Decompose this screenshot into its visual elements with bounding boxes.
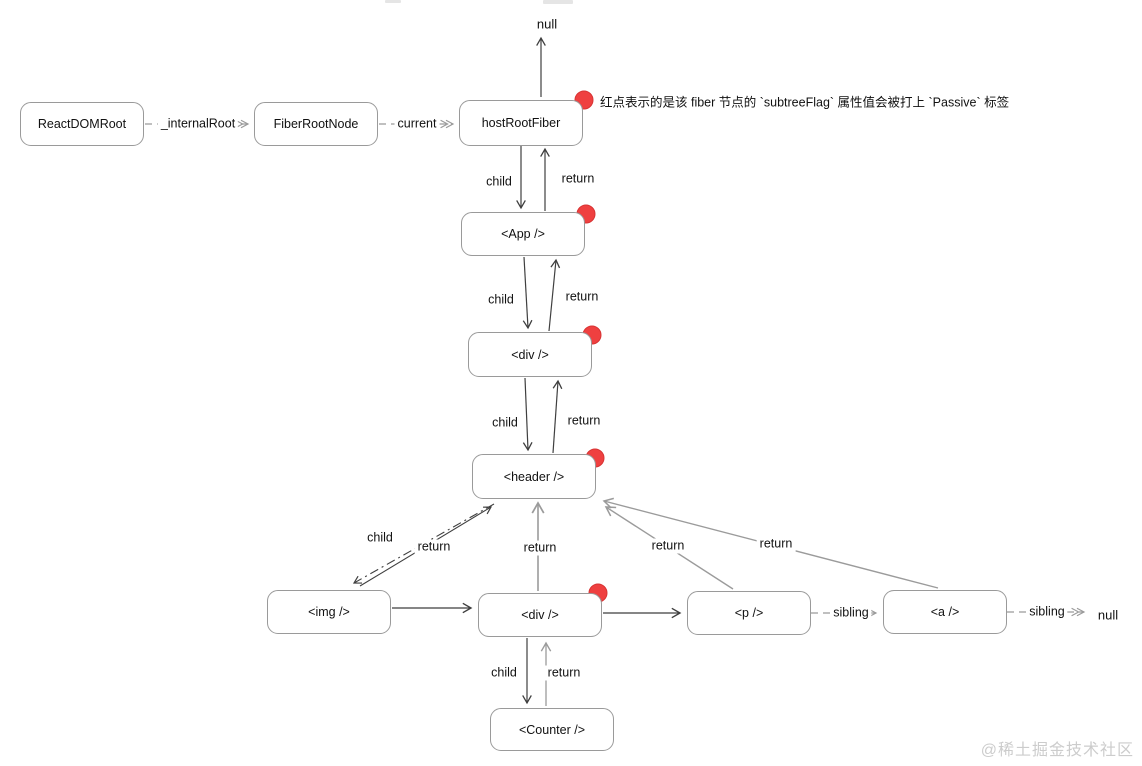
node-fiber-root-node: FiberRootNode (254, 102, 378, 146)
edge-label-return: return (544, 665, 584, 681)
edge-label-current: current (394, 116, 440, 132)
node-label: <img /> (308, 605, 350, 619)
node-label: <div /> (521, 608, 559, 622)
edge-label-return: return (756, 536, 796, 552)
node-p: <p /> (687, 591, 811, 635)
node-label: <a /> (930, 605, 960, 619)
null-terminal-sibling: null (1095, 607, 1121, 623)
edge-label-child: child (483, 174, 515, 190)
node-label: FiberRootNode (273, 117, 359, 131)
edge-label-sibling: sibling (830, 605, 872, 621)
edge-label-return: return (414, 539, 454, 555)
edge-label-internal-root: _internalRoot (157, 116, 239, 132)
edge-label-child: child (488, 665, 520, 681)
edge-label-return: return (564, 413, 604, 429)
node-react-dom-root: ReactDOMRoot (20, 102, 144, 146)
node-label: <div /> (511, 347, 549, 362)
edge-return-header-div (552, 379, 563, 454)
node-label: ReactDOMRoot (37, 117, 127, 131)
edge-label-return: return (520, 540, 560, 556)
node-label: <App /> (501, 227, 545, 241)
node-img: <img /> (267, 590, 391, 634)
edge-label-child: child (489, 415, 521, 431)
node-div-bottom: <div /> (478, 593, 602, 637)
passive-annotation: 红点表示的是该 fiber 节点的 `subtreeFlag` 属性值会被打上 … (600, 95, 1010, 110)
node-host-root-fiber: hostRootFiber (459, 100, 583, 146)
edge-child-div-header (522, 377, 533, 452)
node-label: <Counter /> (518, 722, 585, 737)
edge-label-return: return (562, 289, 602, 305)
edge-label-child: child (485, 292, 517, 308)
node-counter: <Counter /> (490, 708, 614, 751)
null-terminal-top: null (534, 16, 560, 32)
crop-artifact (385, 0, 401, 3)
edge-label-return: return (558, 171, 598, 187)
edge-label-sibling: sibling (1026, 604, 1068, 620)
edge-child-app-div (522, 256, 533, 330)
node-div-mid: <div /> (468, 332, 592, 377)
node-header: <header /> (472, 454, 596, 499)
node-label: hostRootFiber (481, 116, 561, 130)
node-label: <header /> (503, 469, 565, 484)
watermark: @稀土掘金技术社区 (980, 742, 1134, 759)
node-a: <a /> (883, 590, 1007, 634)
edge-return-div-app (548, 258, 561, 332)
node-label: <p /> (734, 606, 764, 620)
edge-label-return: return (648, 538, 688, 554)
crop-artifact (543, 0, 573, 4)
edge-label-child: child (364, 530, 396, 546)
node-app: <App /> (461, 212, 585, 256)
